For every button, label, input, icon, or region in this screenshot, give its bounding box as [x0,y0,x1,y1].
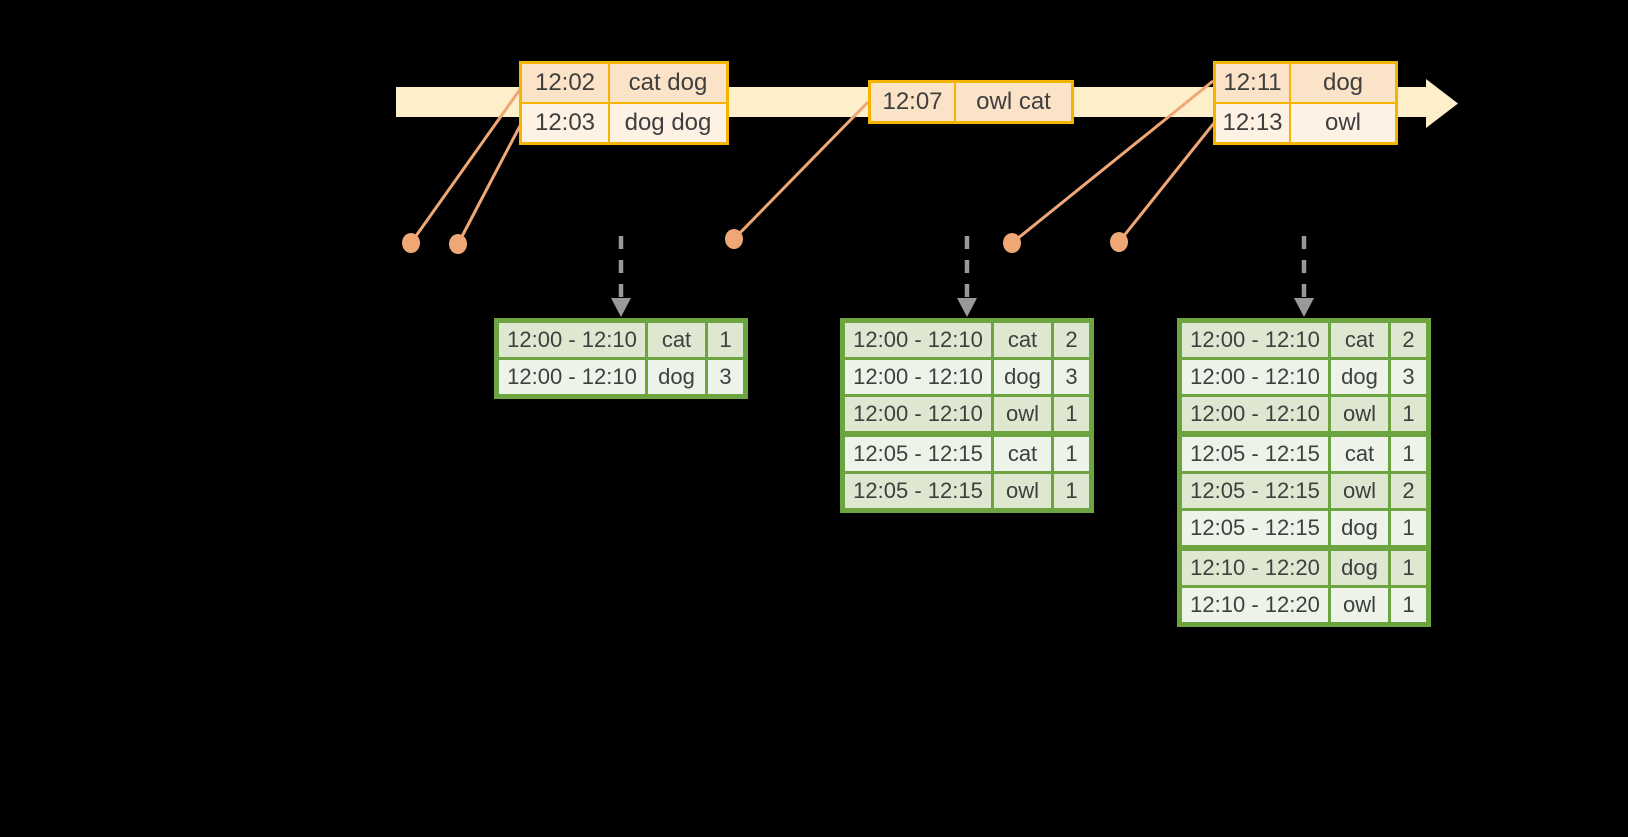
window-cell: 12:05 - 12:15 [845,474,991,508]
event-row: 12:03 dog dog [522,104,726,142]
result-row: 12:00 - 12:10 dog 3 [499,360,743,394]
connector-line [1117,122,1216,243]
window-cell: 12:00 - 12:10 [1182,323,1328,357]
result-row: 12:05 - 12:15 owl 1 [845,474,1089,508]
event-dot [402,233,420,253]
event-time-cell: 12:13 [1216,104,1289,142]
word-cell: owl [994,397,1051,431]
result-row: 12:05 - 12:15 dog 1 [1182,511,1426,545]
connector-line [1011,79,1214,245]
event-words-cell: owl [1291,104,1395,142]
trigger-arrows [611,236,1314,317]
event-record-table-1207: 12:07 owl cat [868,80,1074,124]
event-words-cell: cat dog [610,64,726,102]
event-words-cell: dog [1291,64,1395,102]
result-row: 12:05 - 12:15 cat 1 [845,437,1089,471]
window-cell: 12:05 - 12:15 [1182,511,1328,545]
window-cell: 12:05 - 12:15 [1182,474,1328,508]
word-cell: cat [648,323,705,357]
count-cell: 1 [1391,437,1426,471]
count-cell: 1 [1391,588,1426,622]
result-row: 12:00 - 12:10 owl 1 [845,397,1089,431]
count-cell: 2 [1391,474,1426,508]
count-cell: 1 [1391,551,1426,585]
result-row: 12:00 - 12:10 cat 2 [845,323,1089,357]
result-row: 12:00 - 12:10 cat 1 [499,323,743,357]
window-cell: 12:05 - 12:15 [845,437,991,471]
count-cell: 1 [1054,474,1089,508]
event-time-cell: 12:11 [1216,64,1289,102]
result-table-2: 12:00 - 12:10 cat 2 12:00 - 12:10 dog 3 … [840,318,1094,513]
event-words-cell: dog dog [610,104,726,142]
result-row: 12:10 - 12:20 owl 1 [1182,588,1426,622]
connector-line [409,87,523,244]
result-row: 12:00 - 12:10 owl 1 [1182,397,1426,431]
count-cell: 1 [1054,397,1089,431]
event-words-cell: owl cat [956,83,1071,121]
result-row: 12:05 - 12:15 cat 1 [1182,437,1426,471]
count-cell: 3 [1054,360,1089,394]
event-dot [1003,233,1021,253]
word-cell: dog [1331,360,1388,394]
word-cell: owl [1331,588,1388,622]
window-cell: 12:10 - 12:20 [1182,551,1328,585]
event-record-table-1202-1203: 12:02 cat dog 12:03 dog dog [519,61,729,145]
trigger-arrowhead-icon [611,298,631,317]
result-table-3: 12:00 - 12:10 cat 2 12:00 - 12:10 dog 3 … [1177,318,1431,627]
window-cell: 12:05 - 12:15 [1182,437,1328,471]
event-row: 12:07 owl cat [871,83,1071,121]
event-dot [449,234,467,254]
word-cell: dog [648,360,705,394]
window-cell: 12:00 - 12:10 [499,360,645,394]
event-time-cell: 12:03 [522,104,608,142]
window-cell: 12:00 - 12:10 [845,323,991,357]
word-cell: dog [1331,551,1388,585]
count-cell: 3 [708,360,743,394]
word-cell: dog [994,360,1051,394]
count-cell: 2 [1054,323,1089,357]
count-cell: 2 [1391,323,1426,357]
event-row: 12:13 owl [1216,104,1395,142]
event-time-cell: 12:07 [871,83,954,121]
count-cell: 1 [708,323,743,357]
result-table-1: 12:00 - 12:10 cat 1 12:00 - 12:10 dog 3 [494,318,748,399]
window-cell: 12:10 - 12:20 [1182,588,1328,622]
count-cell: 1 [1391,397,1426,431]
window-cell: 12:00 - 12:10 [845,360,991,394]
event-record-table-1211-1213: 12:11 dog 12:13 owl [1213,61,1398,145]
count-cell: 1 [1054,437,1089,471]
connector-line [732,100,870,241]
event-row: 12:02 cat dog [522,64,726,102]
result-row: 12:00 - 12:10 cat 2 [1182,323,1426,357]
event-time-cell: 12:02 [522,64,608,102]
event-row: 12:11 dog [1216,64,1395,102]
window-cell: 12:00 - 12:10 [1182,360,1328,394]
trigger-arrowhead-icon [1294,298,1314,317]
event-dot [1110,232,1128,252]
word-cell: dog [1331,511,1388,545]
window-cell: 12:00 - 12:10 [1182,397,1328,431]
word-cell: cat [1331,437,1388,471]
result-row: 12:00 - 12:10 dog 3 [1182,360,1426,394]
result-row: 12:00 - 12:10 dog 3 [845,360,1089,394]
event-dots [402,229,1128,254]
word-cell: owl [994,474,1051,508]
window-cell: 12:00 - 12:10 [845,397,991,431]
count-cell: 3 [1391,360,1426,394]
count-cell: 1 [1391,511,1426,545]
word-cell: cat [994,437,1051,471]
connector-lines [409,79,1216,245]
word-cell: cat [1331,323,1388,357]
window-cell: 12:00 - 12:10 [499,323,645,357]
word-cell: owl [1331,397,1388,431]
trigger-arrowhead-icon [957,298,977,317]
word-cell: owl [1331,474,1388,508]
connector-line [456,121,524,245]
result-row: 12:05 - 12:15 owl 2 [1182,474,1426,508]
word-cell: cat [994,323,1051,357]
event-dot [725,229,743,249]
result-row: 12:10 - 12:20 dog 1 [1182,551,1426,585]
